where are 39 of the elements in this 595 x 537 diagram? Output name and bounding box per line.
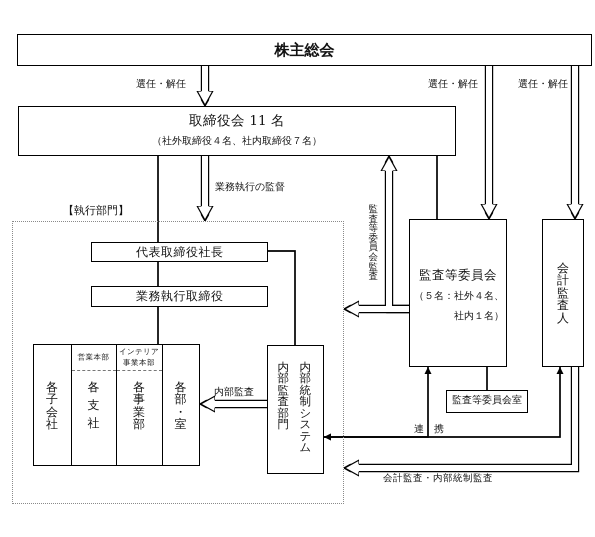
arrow <box>324 367 564 440</box>
edge-label: 業務執行の監督 <box>215 182 285 194</box>
connector-line <box>157 307 159 344</box>
org-box <box>446 390 528 413</box>
org-box <box>267 345 324 474</box>
org-note: （社外取締役４名、社内取締役７名） <box>152 136 322 149</box>
org-label: 業務執行取締役 <box>136 289 224 304</box>
org-label: 監査等委員会室 <box>452 395 522 408</box>
org-label: 内部監査部門 <box>277 362 290 430</box>
org-box <box>18 106 456 156</box>
edge-label: 会計監査・内部統制監査 <box>383 473 493 484</box>
org-label: 監査等委員会 <box>419 267 497 283</box>
org-box <box>91 286 268 307</box>
section-heading: 【執行部門】 <box>63 204 129 218</box>
org-box <box>17 34 592 66</box>
unit-label: 各子会社 <box>45 380 59 430</box>
connector-line <box>157 156 159 242</box>
edge-label: 内部監査 <box>214 387 254 399</box>
edge-label: 選任・解任 <box>136 79 186 91</box>
org-label: 代表取締役社長 <box>136 244 224 260</box>
connector-line <box>157 262 159 286</box>
edge-label: 選任・解任 <box>518 79 568 91</box>
edge-label: 選任・解任 <box>428 79 478 91</box>
unit-label: 各事業部 <box>132 380 146 430</box>
org-note: （５名：社外４名、社内１名） <box>413 290 504 324</box>
org-label: 内部統制システム <box>299 362 312 454</box>
connector-line <box>436 156 438 219</box>
org-box <box>409 219 507 367</box>
edge-label: 連 携 <box>414 424 444 436</box>
edge-label: 監査等委員会監査 <box>368 205 379 282</box>
connector-line <box>268 250 296 345</box>
unit-label: 各支社 <box>86 378 100 432</box>
org-box <box>542 219 584 367</box>
unit-label: 各部・室 <box>174 380 188 430</box>
connector-line <box>486 367 488 390</box>
org-label: 会計監査人 <box>556 262 570 324</box>
org-label: 取締役会 11 名 <box>189 113 285 130</box>
org-label: 株主総会 <box>274 40 334 60</box>
org-box <box>91 242 268 262</box>
